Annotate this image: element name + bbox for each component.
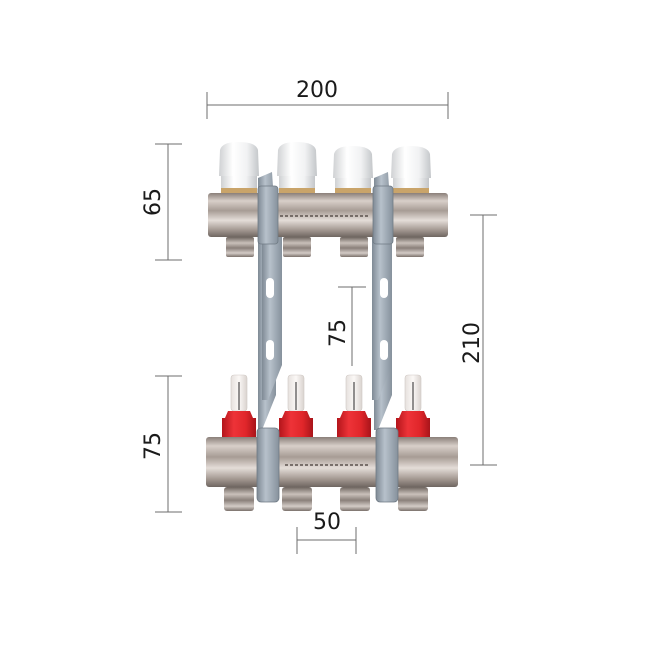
dimension-total-height: 210 bbox=[460, 322, 485, 364]
top-manifold-body bbox=[208, 193, 448, 237]
dimension-bottom-bar-height: 75 bbox=[141, 432, 166, 460]
dimension-overall-width: 200 bbox=[296, 78, 338, 103]
top-outlets bbox=[226, 237, 424, 257]
dimension-outlet-pitch: 50 bbox=[313, 510, 341, 535]
flow-meters bbox=[222, 374, 430, 441]
top-manifold bbox=[208, 142, 448, 257]
bottom-manifold bbox=[206, 374, 458, 511]
dimension-lines bbox=[155, 92, 497, 554]
bottom-manifold-body bbox=[206, 437, 458, 487]
dimension-top-bar-height: 65 bbox=[141, 188, 166, 216]
bottom-outlets bbox=[224, 487, 428, 511]
dimension-bracket-spacing: 75 bbox=[326, 319, 351, 347]
valve-caps bbox=[219, 142, 431, 193]
